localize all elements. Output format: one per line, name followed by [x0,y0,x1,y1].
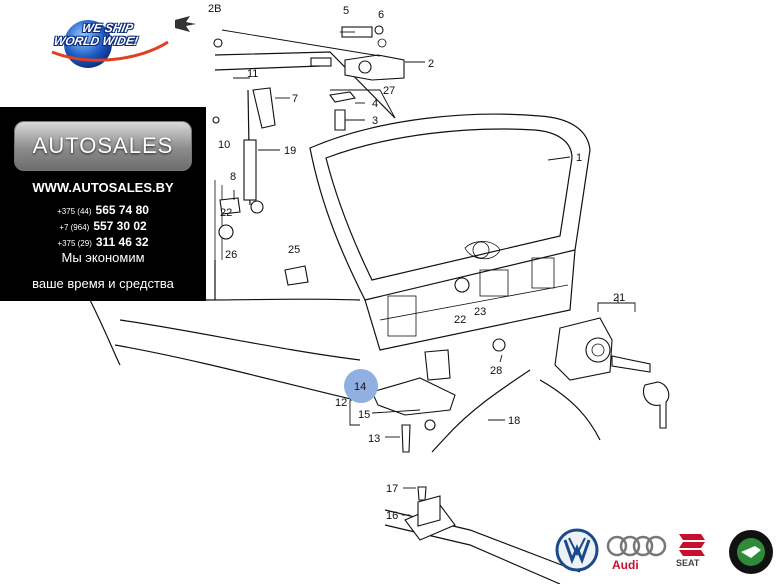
phone-prefix: +375 (44) [57,207,92,216]
part-label-28: 28 [490,365,502,377]
part-label-1: 1 [576,152,582,164]
part-label-17: 17 [386,483,398,495]
phone-line-1: +375 (44)565 74 80 [0,201,206,219]
phone-line-3: +375 (29)311 46 32 [0,233,206,251]
part-label-6: 6 [378,9,384,21]
part-label-21: 21 [613,292,625,304]
seat-wordmark: SEAT [676,558,700,568]
audi-wordmark: Audi [612,558,639,572]
part-label-4: 4 [372,98,378,110]
part-label-22-b: 22 [220,207,232,219]
promo-panel: AUTOSALES WWW.AUTOSALES.BY +375 (44)565 … [0,107,206,301]
part-label-14: 14 [354,381,366,393]
part-label-23: 23 [474,306,486,318]
part-label-12: 12 [335,397,347,409]
part-label-13: 13 [368,433,380,445]
part-label-2: 2 [428,58,434,70]
part-label-18: 18 [508,415,520,427]
airplane-icon [175,16,196,32]
part-label-16: 16 [386,510,398,522]
hinge-assembly [213,25,405,131]
globe-icon [51,16,196,68]
phone-number: 565 74 80 [95,203,149,217]
part-labels: 1 2 2B 3 4 5 6 7 8 10 11 12 13 14 15 16 … [208,3,625,522]
part-label-27: 27 [383,85,395,97]
part-label-10: 10 [218,139,230,151]
latch-part-12 [371,338,506,453]
part-label-22-a: 22 [454,314,466,326]
tailgate-part-1 [309,113,591,351]
we-ship-worldwide-badge [50,12,200,72]
highlight-marker [344,369,378,403]
part-label-8: 8 [230,171,236,183]
part-label-7: 7 [292,93,298,105]
autosales-logo-text: AUTOSALES [32,133,174,158]
ship-text: WE SHIP WORLD WIDE! [52,21,178,48]
gas-strut-part-19 [212,87,309,286]
release-cable-part-18 [431,369,531,453]
website-link[interactable]: WWW.AUTOSALES.BY [32,180,174,195]
autosales-logo: AUTOSALES [14,121,192,171]
phone-number: 311 46 32 [95,235,149,249]
lock-cylinder-part-21 [554,317,670,429]
seat-logo-icon [679,534,705,556]
ship-text-line2: WORLD WIDE! [52,34,140,48]
part-label-25: 25 [288,244,300,256]
slogan-line-2: ваше время и средства [32,276,174,291]
skoda-logo-icon [729,530,773,574]
part-label-19: 19 [284,145,296,157]
part-label-26: 26 [225,249,237,261]
car-body-outline [89,51,601,584]
phone-number: 557 30 02 [93,219,147,233]
slogan-line-1: Мы экономим [61,250,145,265]
part-label-2b: 2B [208,3,221,15]
audi-rings-icon [606,535,667,557]
leader-lines [221,29,636,516]
vw-logo-icon [555,528,599,572]
part-label-5: 5 [343,5,349,17]
part-label-11: 11 [247,68,258,80]
phone-line-2: +7 (964)557 30 02 [0,217,206,235]
part-label-15: 15 [358,409,370,421]
brand-logos [555,528,773,574]
phone-prefix: +375 (29) [57,239,92,248]
phone-prefix: +7 (964) [59,223,90,232]
part-label-3: 3 [372,115,378,127]
bracket-part-16 [404,486,456,541]
